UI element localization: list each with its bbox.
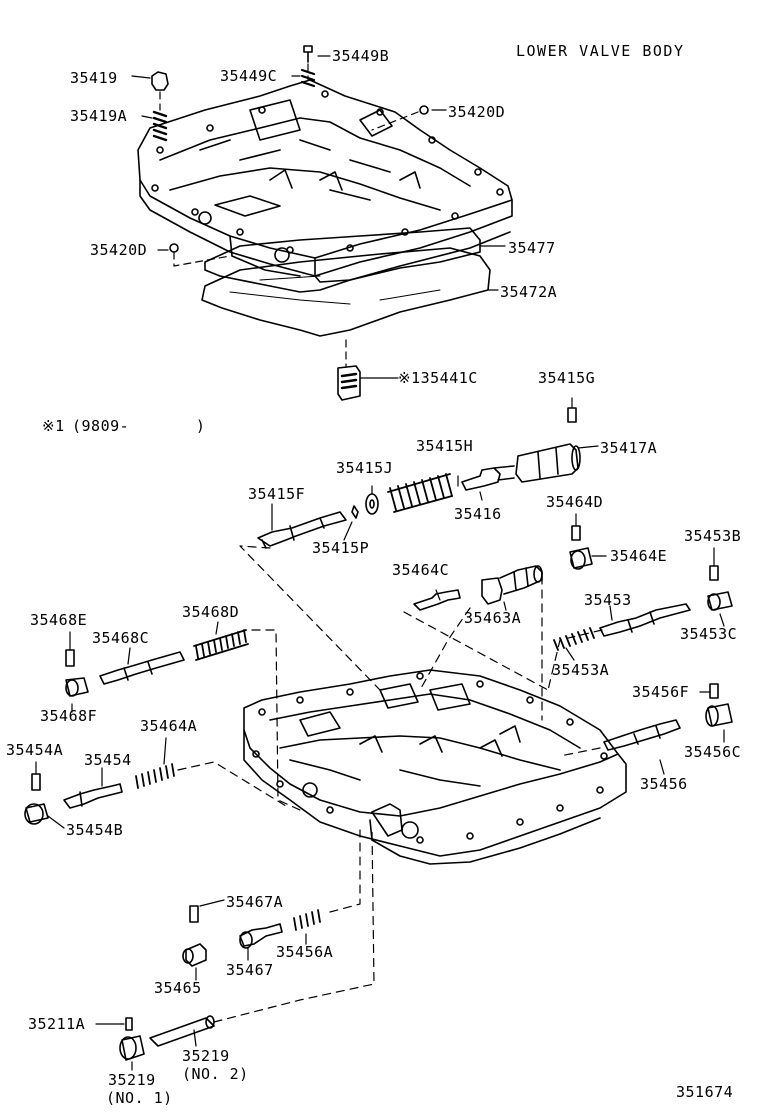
footnote-mark: ※1	[42, 417, 65, 435]
label-35453B: 35453B	[684, 527, 742, 545]
part-35468C-valve	[99, 651, 185, 685]
part-35419-plug	[151, 71, 169, 91]
part-35464C-valve	[413, 589, 461, 611]
label-35477: 35477	[508, 239, 556, 257]
label-35465: 35465	[154, 979, 202, 997]
lower-valve-body	[243, 669, 627, 865]
label-35449B: 35449B	[332, 47, 390, 65]
label-35464E: 35464E	[610, 547, 668, 565]
label-35464D: 35464D	[546, 493, 604, 511]
label-35468E: 35468E	[30, 611, 88, 629]
label-35219-no2: 35219	[182, 1047, 230, 1065]
part-35453A-spring	[553, 627, 595, 651]
label-35416: 35416	[454, 505, 502, 523]
part-35416-valve	[461, 465, 515, 491]
part-35453-valve	[599, 603, 691, 637]
part-35420D-ball-left	[169, 243, 179, 253]
label-35449C: 35449C	[220, 67, 278, 85]
label-35463A: 35463A	[464, 609, 522, 627]
label-35456F: 35456F	[632, 683, 690, 701]
part-35467A-pin	[189, 905, 199, 923]
label-35211A: 35211A	[28, 1015, 86, 1033]
part-35464D-pin	[571, 525, 581, 541]
part-35415H-spring	[387, 473, 453, 513]
upper-valve-body	[137, 79, 513, 283]
label-35456A: 35456A	[276, 943, 334, 961]
leader-lines-upper	[131, 55, 506, 379]
part-35441C-filter	[337, 365, 361, 401]
label-35467A: 35467A	[226, 893, 284, 911]
label-35454A: 35454A	[6, 741, 64, 759]
part-35456A-spring	[293, 909, 321, 931]
part-35454A-pin	[31, 773, 41, 791]
diagram-title: LOWER VALVE BODY	[516, 42, 685, 60]
part-35468D-spring	[193, 629, 249, 661]
part-35454-valve	[63, 783, 123, 809]
part-35453C-plug	[707, 591, 733, 611]
part-35449B-screw	[303, 45, 313, 63]
label-35415P: 35415P	[312, 539, 370, 557]
label-35453A: 35453A	[552, 661, 610, 679]
part-35415G-pin	[567, 407, 577, 423]
part-35415J-washer	[365, 493, 379, 515]
plate-35477	[204, 227, 481, 293]
label-35415G: 35415G	[538, 369, 596, 387]
part-35420D-ball-top	[419, 105, 429, 115]
part-35219-no2-rod	[149, 1015, 215, 1047]
label-35415F: 35415F	[248, 485, 306, 503]
gasket-35472A	[201, 247, 491, 337]
label-35453C: 35453C	[680, 625, 738, 643]
label-35453: 35453	[584, 591, 632, 609]
label-35472A: 35472A	[500, 283, 558, 301]
label-35468F: 35468F	[40, 707, 98, 725]
dashed-lines-upper	[159, 63, 419, 367]
figure-number: 351674	[676, 1083, 734, 1101]
label-35454B: 35454B	[66, 821, 124, 839]
part-35456F-pin	[709, 683, 719, 699]
label-35415H: 35415H	[416, 437, 474, 455]
label-35464C: 35464C	[392, 561, 450, 579]
part-35468F-plug	[65, 677, 89, 697]
label-35454: 35454	[84, 751, 132, 769]
part-35463A-valve	[481, 565, 543, 605]
label-35441C: ※135441C	[398, 369, 478, 387]
dashed-lines-lower	[177, 545, 603, 1023]
label-35415J: 35415J	[336, 459, 394, 477]
part-35456-valve	[603, 719, 681, 751]
part-35467-valve	[239, 923, 283, 947]
label-35456: 35456	[640, 775, 688, 793]
label-35219-no1: 35219	[108, 1071, 156, 1089]
leader-lines-lower	[35, 397, 725, 1071]
label-35456C: 35456C	[684, 743, 742, 761]
label-35419A: 35419A	[70, 107, 128, 125]
label-35467: 35467	[226, 961, 274, 979]
footnote-text: (9809- )	[72, 417, 206, 435]
part-35454B-plug	[24, 803, 49, 825]
label-35468C: 35468C	[92, 629, 150, 647]
part-35219-no1-plug	[119, 1035, 145, 1061]
part-35464E-plug	[569, 547, 593, 570]
label-35219-no2-note: (NO. 2)	[182, 1065, 249, 1083]
label-35464A: 35464A	[140, 717, 198, 735]
label-35419: 35419	[70, 69, 118, 87]
part-35419A-spring	[152, 110, 168, 142]
part-35211A-pin	[125, 1017, 133, 1031]
part-35468E-pin	[65, 649, 75, 667]
part-35464A-spring	[135, 763, 175, 789]
part-35453B-pin	[709, 565, 719, 581]
label-35420D-top: 35420D	[448, 103, 506, 121]
part-35415F-plug	[257, 511, 347, 549]
part-35417A-sleeve	[515, 443, 581, 483]
part-35465-plug	[182, 943, 207, 967]
part-35456C-plug	[705, 703, 733, 727]
label-35219-no1-note: (NO. 1)	[106, 1089, 173, 1107]
label-35417A: 35417A	[600, 439, 658, 457]
label-35420D-left: 35420D	[90, 241, 148, 259]
label-35468D: 35468D	[182, 603, 240, 621]
part-35415P-clip	[351, 505, 359, 519]
